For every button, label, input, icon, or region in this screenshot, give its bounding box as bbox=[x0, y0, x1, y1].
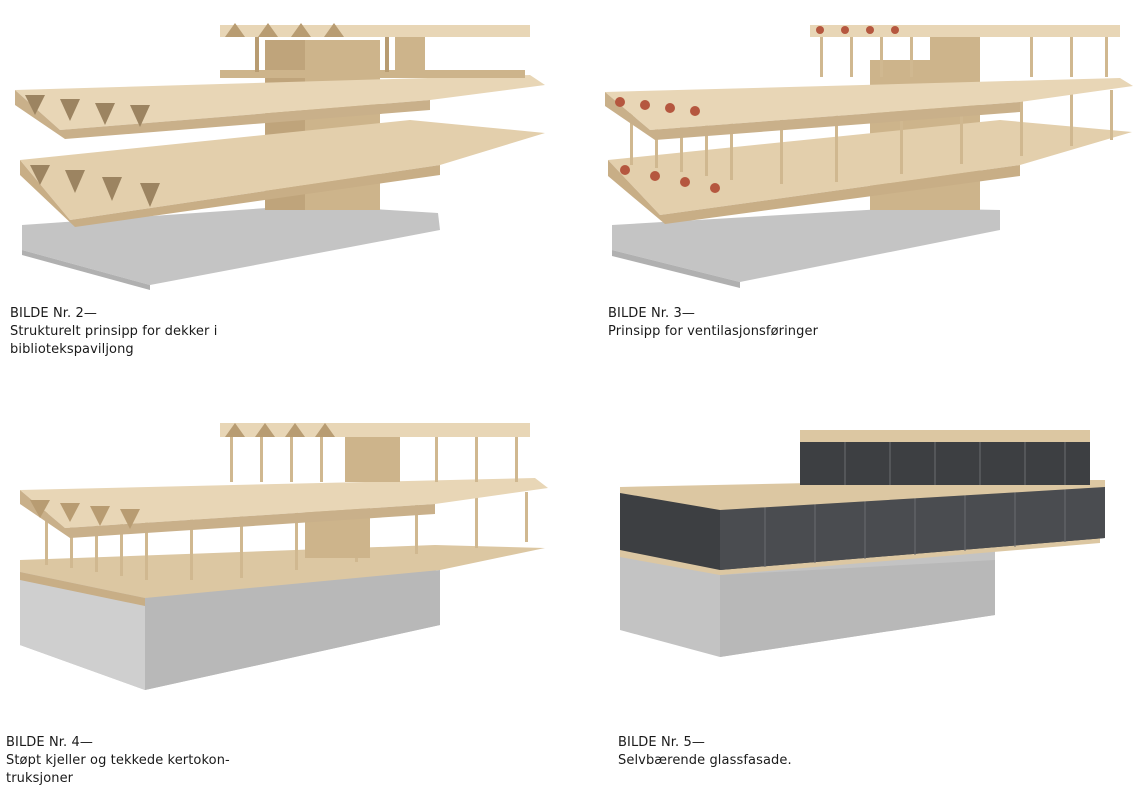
figure-2-caption-line-1: Strukturelt prinsipp for dekker i bbox=[10, 324, 218, 339]
figure-5-caption: BILDE Nr. 5— Selvbærende glassfasade. bbox=[618, 734, 792, 770]
figure-5-label: BILDE Nr. 5— bbox=[618, 735, 705, 750]
figure-4-caption-line-1: Støpt kjeller og tekkede kertokon- bbox=[6, 753, 230, 768]
figure-2-caption: BILDE Nr. 2— Strukturelt prinsipp for de… bbox=[10, 305, 217, 359]
figure-4-illustration bbox=[15, 420, 555, 695]
figure-4-label: BILDE Nr. 4— bbox=[6, 735, 93, 750]
figure-3-caption-line-1: Prinsipp for ventilasjonsføringer bbox=[608, 324, 819, 339]
figure-5-illustration bbox=[615, 425, 1110, 660]
figure-2-label: BILDE Nr. 2— bbox=[10, 306, 97, 321]
figure-5-caption-line-1: Selvbærende glassfasade. bbox=[618, 753, 792, 768]
figure-2-illustration bbox=[10, 15, 550, 290]
figure-4-caption-line-2: truksjoner bbox=[6, 771, 74, 786]
figure-3-label: BILDE Nr. 3— bbox=[608, 306, 695, 321]
figure-3-caption: BILDE Nr. 3— Prinsipp for ventilasjonsfø… bbox=[608, 305, 818, 341]
figure-3-illustration bbox=[600, 20, 1140, 290]
figure-4-caption: BILDE Nr. 4— Støpt kjeller og tekkede ke… bbox=[6, 734, 230, 788]
figure-2-caption-line-2: bibliotekspaviljong bbox=[10, 342, 134, 357]
